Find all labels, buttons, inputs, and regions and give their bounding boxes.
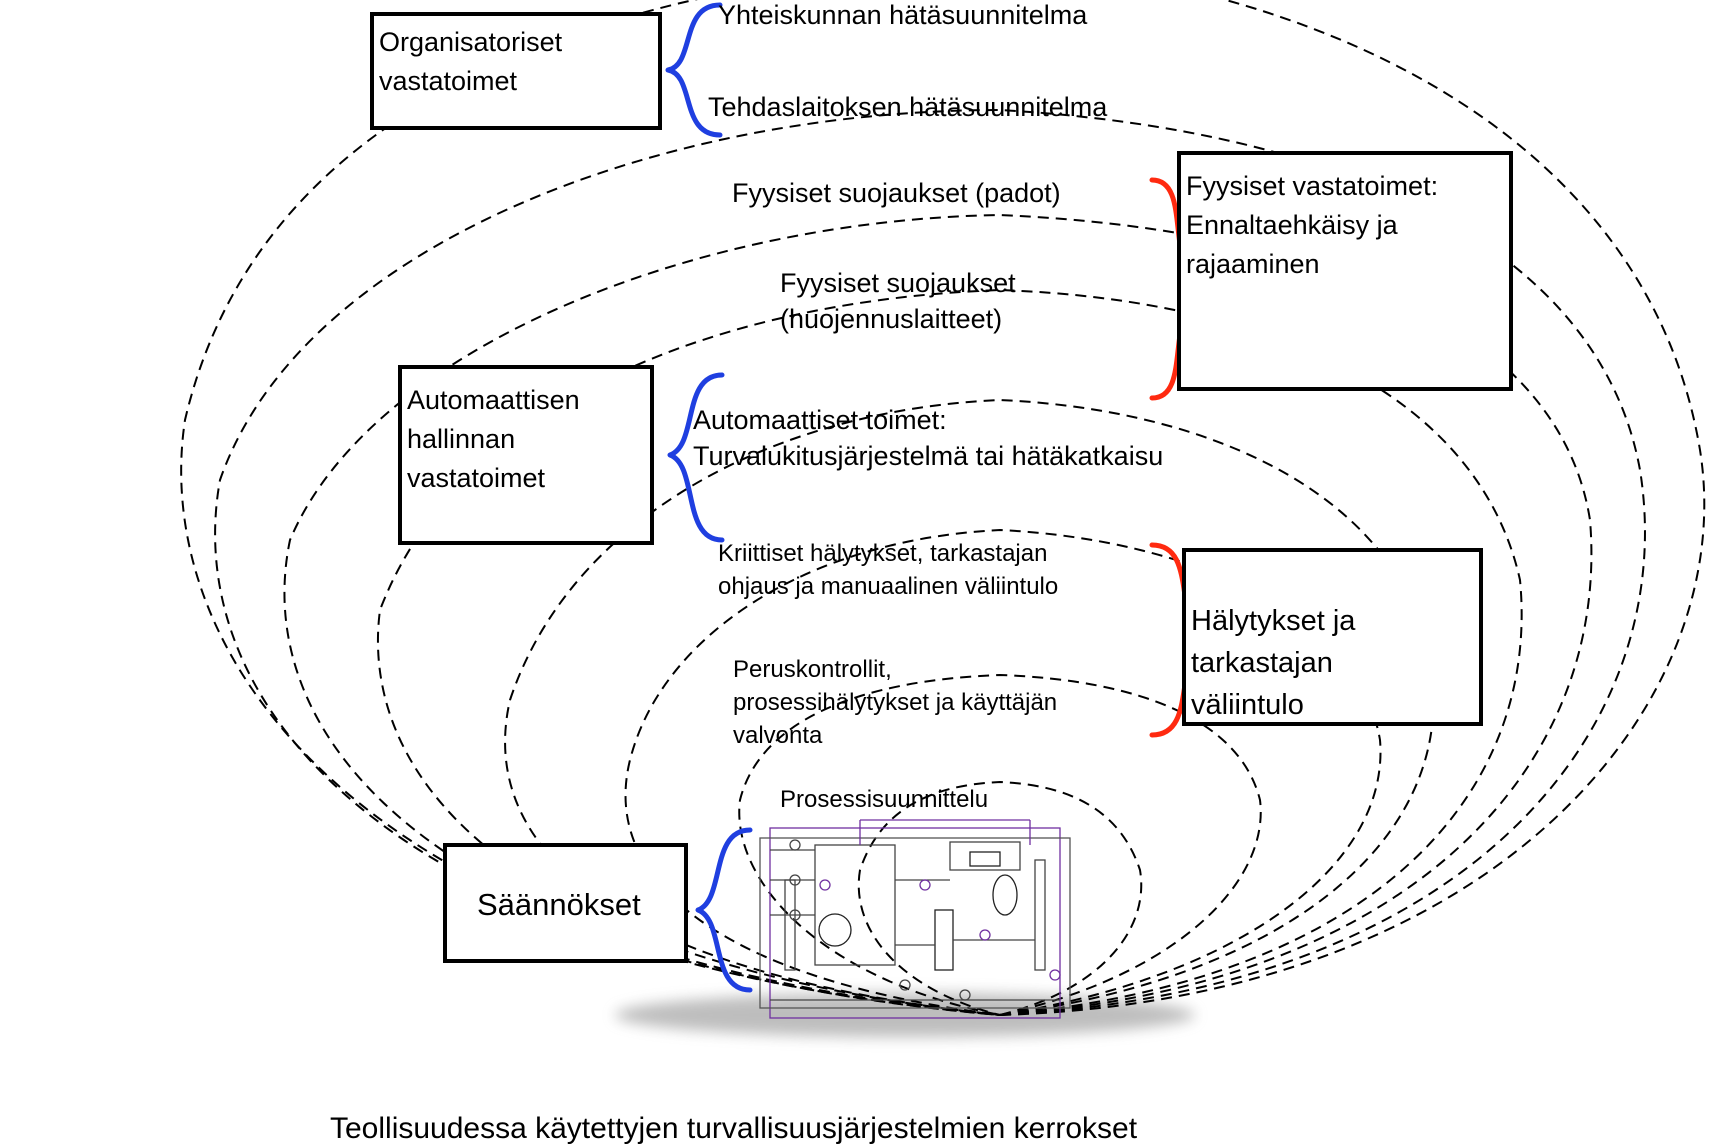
dikes-label: Fyysiset suojaukset (padot) xyxy=(732,178,1061,208)
relief-devices-label: Fyysiset suojaukset (huojennuslaitteet) xyxy=(780,265,1016,337)
physical-responses-line-2: Ennaltaehkäisy ja xyxy=(1186,210,1398,240)
compressor-icon xyxy=(969,851,1001,867)
layer-ring-basic-controls xyxy=(738,673,1262,1016)
organizational-brace xyxy=(665,2,723,138)
critical-alarms-line-1: Kriittiset hälytykset, tarkastajan xyxy=(718,540,1048,567)
physical-responses-box: Fyysiset vastatoimet: Ennaltaehkäisy ja … xyxy=(1177,151,1513,391)
regulations-box: Säännökset xyxy=(443,843,688,963)
basic-controls-line-1: Peruskontrollit, xyxy=(733,656,892,683)
layer-ring-community-plan xyxy=(180,0,1706,1016)
layer-ring-plant-plan xyxy=(214,108,1646,1016)
organizational-responses-line-1: Organisatoriset xyxy=(379,27,563,57)
regulations-brace xyxy=(695,827,753,993)
layer-ring-automatic xyxy=(504,398,1435,1016)
relief-devices-line-2: (huojennuslaitteet) xyxy=(780,304,1003,334)
organizational-responses-box: Organisatoriset vastatoimet xyxy=(370,12,662,130)
automatic-control-line-2: hallinnan xyxy=(407,424,516,454)
reactor-icon xyxy=(818,913,852,947)
automatic-brace xyxy=(667,372,725,543)
automatic-actions-line-2: Turvalukitusjärjestelmä tai hätäkatkaisu xyxy=(693,441,1164,471)
physical-responses-line-3: rajaaminen xyxy=(1186,249,1320,279)
automatic-control-line-3: vastatoimet xyxy=(407,463,546,493)
critical-alarms-label: Kriittiset hälytykset, tarkastajan ohjau… xyxy=(718,537,1058,603)
alarms-intervention-line-2: tarkastajan xyxy=(1191,647,1333,679)
automatic-control-line-1: Automaattisen xyxy=(407,385,580,415)
layer-ring-process-design xyxy=(857,780,1143,1016)
process-design-label: Prosessisuunnittelu xyxy=(780,786,989,813)
organizational-responses-line-2: vastatoimet xyxy=(379,66,518,96)
critical-alarms-line-2: ohjaus ja manuaalinen väliintulo xyxy=(718,573,1059,600)
basic-controls-label: Peruskontrollit, prosessihälytykset ja k… xyxy=(733,653,1057,752)
regulations-label: Säännökset xyxy=(477,887,641,922)
automatic-control-responses-box: Automaattisen hallinnan vastatoimet xyxy=(398,365,654,545)
layer-ring-relief xyxy=(376,288,1523,1016)
separator-icon xyxy=(992,874,1018,916)
layer-ring-dikes xyxy=(283,213,1593,1016)
relief-devices-line-1: Fyysiset suojaukset xyxy=(780,268,1016,298)
plant-emergency-plan-label: Tehdaslaitoksen hätäsuunnitelma xyxy=(708,92,1108,122)
automatic-actions-label: Automaattiset toimet: Turvalukitusjärjes… xyxy=(693,402,1163,474)
physical-responses-line-1: Fyysiset vastatoimet: xyxy=(1186,171,1439,201)
alarms-intervention-line-1: Hälytykset ja xyxy=(1191,605,1356,637)
stripper-icon xyxy=(934,909,954,971)
basic-controls-line-3: valvonta xyxy=(733,722,823,749)
automatic-actions-line-1: Automaattiset toimet: xyxy=(693,405,947,435)
alarms-intervention-box: Hälytykset ja tarkastajan väliintulo xyxy=(1182,548,1483,726)
community-emergency-plan-label: Yhteiskunnan hätäsuunnitelma xyxy=(718,0,1088,30)
figure-caption: Teollisuudessa käytettyjen turvallisuusj… xyxy=(330,1112,1138,1145)
alarms-intervention-line-3: väliintulo xyxy=(1191,689,1304,721)
basic-controls-line-2: prosessihälytykset ja käyttäjän xyxy=(733,689,1058,716)
process-schematic xyxy=(759,819,1071,1019)
